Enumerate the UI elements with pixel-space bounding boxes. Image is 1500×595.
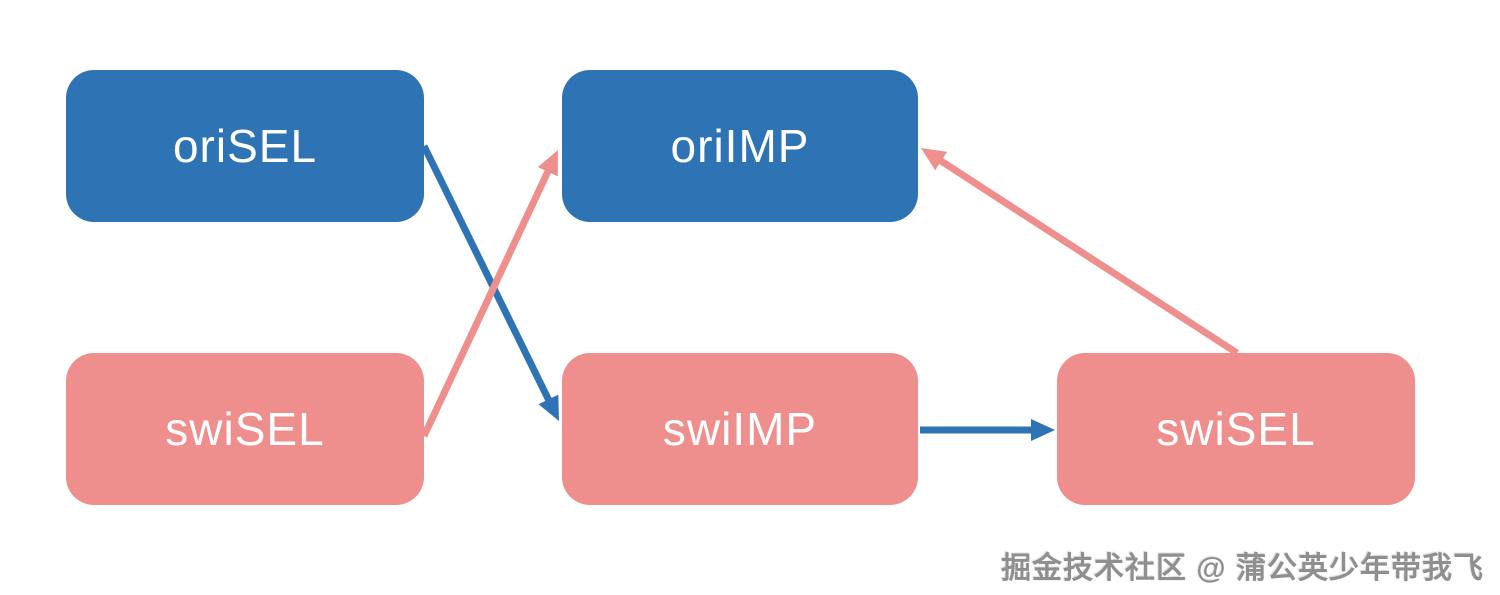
node-swisel-left-label: swiSEL (165, 403, 325, 455)
node-swiimp: swiIMP (562, 353, 918, 505)
node-oriimp: oriIMP (562, 70, 918, 222)
node-swiimp-label: swiIMP (662, 403, 818, 455)
node-oriimp-label: oriIMP (670, 120, 810, 172)
node-orisel-label: oriSEL (172, 120, 318, 172)
edge-swisel-right-to-oriimp (921, 148, 1239, 356)
node-swisel-left: swiSEL (66, 353, 424, 505)
edge-swisel-left-to-oriimp (420, 150, 558, 438)
arrowhead-swiimp-to-swisel-right (1031, 419, 1055, 441)
arrowhead-swisel-right-to-oriimp (921, 148, 948, 171)
edge-orisel-to-swiimp (420, 144, 559, 421)
node-swisel-right-label: swiSEL (1156, 403, 1316, 455)
edge-swiimp-to-swisel-right (920, 419, 1055, 441)
node-orisel: oriSEL (66, 70, 424, 222)
arrowhead-swisel-left-to-oriimp (537, 150, 558, 177)
watermark: 掘金技术社区 @ 蒲公英少年带我飞 (1001, 552, 1484, 585)
arrowhead-orisel-to-swiimp (538, 394, 559, 421)
node-swisel-right: swiSEL (1057, 353, 1415, 505)
